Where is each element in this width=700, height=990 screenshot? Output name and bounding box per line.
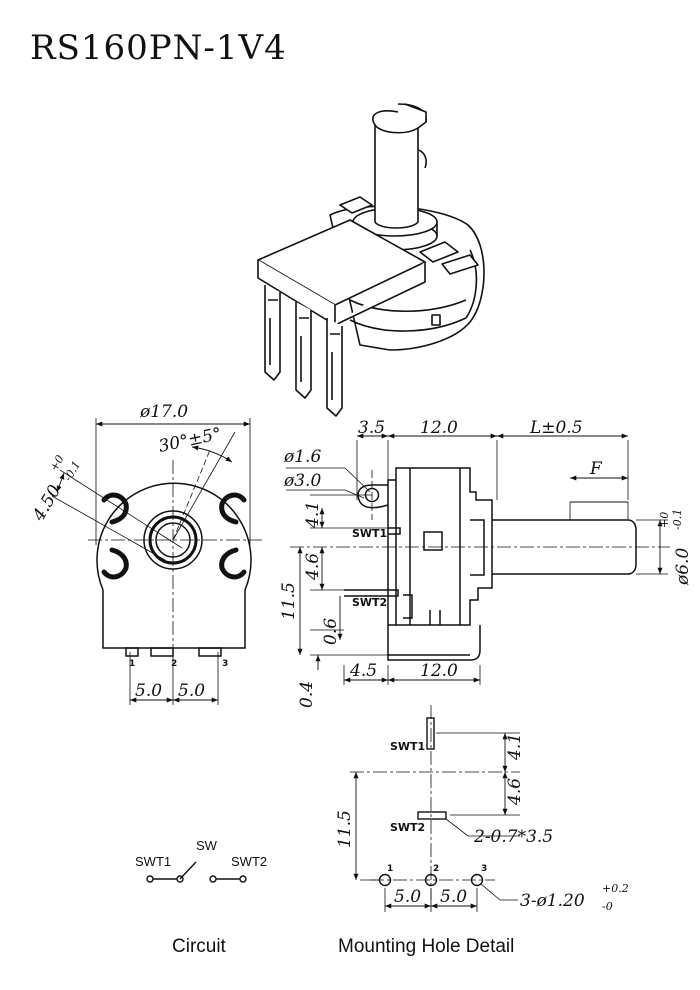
hole-tol-minus: -0 xyxy=(602,900,613,913)
pin-label-2: 2 xyxy=(171,659,177,669)
circuit-swt2-label: SWT2 xyxy=(231,854,267,869)
mount-pitch-b: 5.0 xyxy=(440,887,467,907)
hole-note: 3-ø1.20 xyxy=(520,891,585,911)
mount-pin-2: 2 xyxy=(433,864,439,874)
dim-4-1: 4.1 xyxy=(303,501,323,529)
dim-12-bottom: 12.0 xyxy=(420,661,458,681)
swt1-label: SWT1 xyxy=(352,527,387,540)
mount-swt2-label: SWT2 xyxy=(390,821,425,834)
side-view-text: ø1.6 ø3.0 3.5 12.0 L±0.5 F ø6.0 +0 -0.1 … xyxy=(279,418,693,708)
pin-pitch-a: 5.0 xyxy=(135,681,162,701)
hole-small-dia: ø1.6 xyxy=(283,447,321,467)
dim-4-6: 4.6 xyxy=(303,553,323,581)
pin-pitch-b: 5.0 xyxy=(178,681,205,701)
dim-0-6: 0.6 xyxy=(321,618,341,645)
mount-pin-3: 3 xyxy=(481,864,487,874)
hole-large-dia: ø3.0 xyxy=(283,471,321,491)
isometric-view xyxy=(257,103,485,417)
mount-pitch-a: 5.0 xyxy=(394,887,421,907)
dim-12-top: 12.0 xyxy=(420,418,458,438)
pin-label-1: 1 xyxy=(129,659,135,669)
mounting-hole-detail xyxy=(350,705,520,912)
dim-f: F xyxy=(589,459,603,479)
mounting-caption: Mounting Hole Detail xyxy=(338,936,515,957)
shaft-tol-plus: +0 xyxy=(658,512,671,528)
mounting-text: SWT1 SWT2 4.1 4.6 11.5 2-0.7*3.5 3-ø1.20… xyxy=(335,733,629,913)
circuit-text: SW SWT1 SWT2 xyxy=(135,838,267,869)
shaft-dia: ø6.0 xyxy=(673,548,693,586)
mount-dim-4-6: 4.6 xyxy=(505,778,525,806)
circuit-swt1-label: SWT1 xyxy=(135,854,171,869)
dim-11-5: 11.5 xyxy=(279,582,299,620)
mount-swt1-label: SWT1 xyxy=(390,740,425,753)
dim-4-5: 4.5 xyxy=(349,661,377,681)
dim-0-4: 0.4 xyxy=(297,681,317,708)
circuit-diagram xyxy=(146,861,247,883)
keyway-dim-label: 4.50 xyxy=(29,482,66,526)
mount-dim-11-5: 11.5 xyxy=(335,810,355,848)
keyway-tol-plus: +0 xyxy=(47,453,66,474)
slot-note: 2-0.7*3.5 xyxy=(473,827,553,847)
dim-length: L±0.5 xyxy=(529,418,583,438)
hole-tol-plus: +0.2 xyxy=(602,882,629,895)
body-diameter-label: ø17.0 xyxy=(139,402,188,422)
mount-pin-1: 1 xyxy=(387,864,393,874)
front-view xyxy=(51,418,262,705)
mount-dim-4-1: 4.1 xyxy=(505,733,525,761)
side-view xyxy=(286,433,670,685)
part-number-title: RS160PN-1V4 xyxy=(30,28,287,68)
dim-3-5: 3.5 xyxy=(358,418,385,438)
circuit-sw-label: SW xyxy=(196,838,218,853)
circuit-caption: Circuit xyxy=(172,936,226,957)
pin-label-3: 3 xyxy=(222,659,228,669)
shaft-tol-minus: -0.1 xyxy=(671,509,684,530)
swt2-label: SWT2 xyxy=(352,596,387,609)
